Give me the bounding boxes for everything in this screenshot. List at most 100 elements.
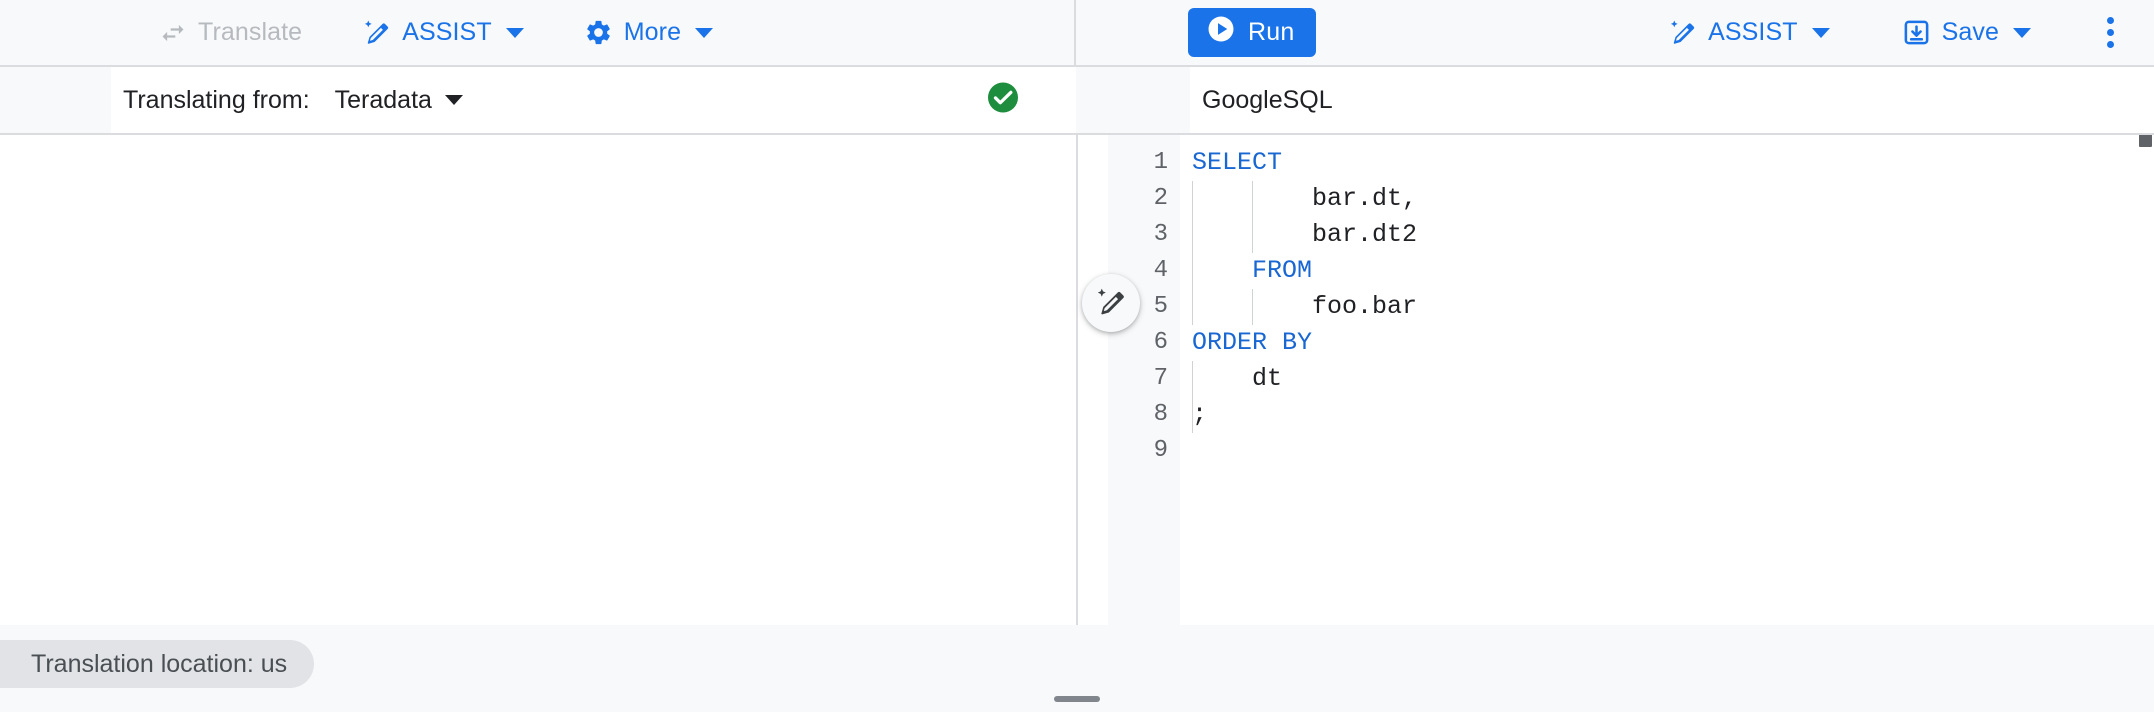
code-line[interactable]: ; xyxy=(1190,397,2120,433)
code-indent xyxy=(1192,256,1252,285)
source-info-column xyxy=(0,135,38,625)
run-button[interactable]: Run xyxy=(1188,8,1317,57)
sql-token: bar.dt, xyxy=(1312,184,1418,213)
code-line[interactable] xyxy=(1190,433,2120,469)
target-vertical-scrollbar-thumb[interactable] xyxy=(2139,135,2152,147)
line-number: 7 xyxy=(83,365,98,392)
inline-assist-fab[interactable] xyxy=(1082,274,1140,332)
indent-guide xyxy=(1252,217,1254,253)
more-menu-button[interactable]: More xyxy=(571,10,726,56)
source-dialect-select[interactable]: Teradata xyxy=(335,86,463,115)
indent-guide xyxy=(112,217,113,253)
code-line[interactable]: dt, xyxy=(110,181,1038,217)
line-number: 3 xyxy=(1153,221,1168,248)
chevron-down-icon xyxy=(444,95,463,105)
sql-token: dt xyxy=(1252,364,1283,393)
translate-button[interactable]: Translate xyxy=(146,10,315,56)
code-line[interactable]: dt xyxy=(1190,361,2120,397)
dialect-subheader: Translating from: Teradata GoogleSQL xyxy=(0,67,2154,135)
indent-guide xyxy=(112,289,113,325)
code-line[interactable]: SELECT xyxy=(110,145,1038,181)
indent-guide xyxy=(1192,361,1193,397)
pane-divider[interactable] xyxy=(1076,135,1078,625)
target-assist-label: ASSIST xyxy=(1708,18,1798,46)
sql-token: bar.dt2 xyxy=(1312,220,1418,249)
info-icon[interactable] xyxy=(4,148,34,178)
code-line[interactable]: FROM xyxy=(1190,253,2120,289)
save-button[interactable]: Save xyxy=(1889,10,2044,56)
code-line[interactable]: foo.bar xyxy=(1190,289,2120,325)
indent-guide xyxy=(172,289,174,325)
indent-guide xyxy=(1192,253,1193,289)
code-line[interactable]: dt2 xyxy=(110,217,1038,253)
source-pane-toolbar: Translate ASSIST xyxy=(0,0,1076,65)
line-number: 6 xyxy=(83,329,98,356)
sql-keyword: ORDER BY xyxy=(112,328,233,357)
gear-icon xyxy=(584,18,613,47)
translate-button-label: Translate xyxy=(198,18,303,46)
line-number: 4 xyxy=(1153,257,1168,284)
line-number: 5 xyxy=(1153,293,1168,320)
indent-guide xyxy=(1192,181,1193,217)
check-circle-icon xyxy=(988,82,1018,113)
code-line[interactable]: foo.bar xyxy=(110,289,1038,325)
source-vertical-scrollbar-thumb[interactable] xyxy=(1055,135,1068,167)
sql-keyword: ORDER BY xyxy=(1192,328,1313,357)
code-line[interactable]: ORDER BY xyxy=(110,325,1038,361)
play-circle-icon xyxy=(1206,14,1236,51)
source-assist-button[interactable]: ASSIST xyxy=(349,10,537,56)
code-line[interactable]: FROM xyxy=(110,253,1038,289)
target-assist-button[interactable]: ASSIST xyxy=(1655,10,1843,56)
status-badge xyxy=(985,80,1021,121)
indent-guide xyxy=(172,181,174,217)
chevron-down-icon xyxy=(2013,27,2031,38)
line-number: 9 xyxy=(1153,437,1168,464)
indent-guide xyxy=(172,361,174,397)
code-line[interactable]: bar.dt2 xyxy=(1190,217,2120,253)
translation-location-label: Translation location: us xyxy=(31,649,288,678)
sql-keyword: FROM xyxy=(112,256,173,285)
magic-wand-icon xyxy=(362,18,391,47)
indent-guide xyxy=(1252,181,1254,217)
save-button-label: Save xyxy=(1941,18,1999,46)
line-number: 1 xyxy=(83,149,98,176)
bottom-drag-handle[interactable] xyxy=(1054,696,1100,702)
line-number: 8 xyxy=(83,401,98,428)
line-number: 2 xyxy=(1153,185,1168,212)
sql-token: ; xyxy=(1192,400,1208,429)
code-indent xyxy=(1192,364,1252,393)
more-vertical-icon[interactable] xyxy=(2088,11,2132,55)
code-line[interactable]: ORDER BY xyxy=(1190,325,2120,361)
code-line[interactable]: dt; xyxy=(110,361,1038,397)
indent-guide xyxy=(112,181,113,217)
indent-guide xyxy=(1192,397,1193,433)
footer-bar: Translation location: us xyxy=(0,625,2154,712)
target-dialect-bar: GoogleSQL xyxy=(1190,67,2154,133)
save-icon xyxy=(1902,18,1931,47)
sql-keyword: SELECT xyxy=(112,148,203,177)
chevron-down-icon xyxy=(695,27,714,38)
sql-token: foo.bar xyxy=(232,292,338,321)
code-line[interactable]: bar.dt, xyxy=(1190,181,2120,217)
magic-wand-edit-icon xyxy=(1095,286,1127,321)
code-line[interactable]: SELECT xyxy=(1190,145,2120,181)
sql-token: foo.bar xyxy=(1312,292,1418,321)
line-number: 1 xyxy=(1153,149,1168,176)
indent-guide xyxy=(172,217,174,253)
target-dialect-value: GoogleSQL xyxy=(1202,85,1333,114)
code-line[interactable] xyxy=(110,397,1038,433)
sql-token: dt2 xyxy=(232,220,278,249)
sql-keyword: FROM xyxy=(1252,256,1313,285)
line-number: 3 xyxy=(83,221,98,248)
source-horizontal-scroll-marker[interactable] xyxy=(1048,368,1070,376)
source-assist-label: ASSIST xyxy=(402,18,492,46)
line-number: 5 xyxy=(83,293,98,320)
sql-keyword: SELECT xyxy=(1192,148,1283,177)
swap-horizontal-icon xyxy=(159,19,187,47)
